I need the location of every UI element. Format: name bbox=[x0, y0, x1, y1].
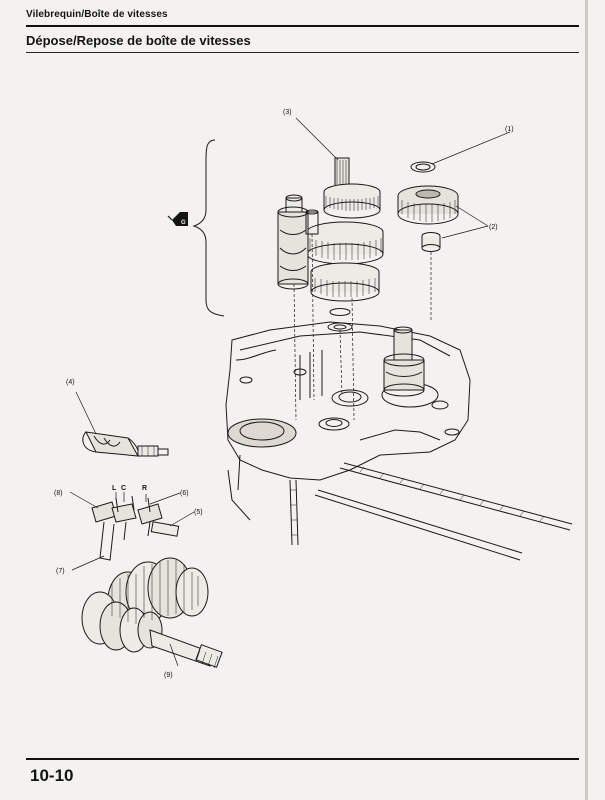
crankcase-half bbox=[225, 321, 471, 521]
callout-1: (1) bbox=[505, 126, 514, 133]
callout-9: (9) bbox=[164, 672, 173, 679]
installed-shift-drum bbox=[383, 326, 425, 397]
shift-forks bbox=[91, 495, 180, 561]
callout-3: (3) bbox=[283, 109, 292, 116]
running-header: Vilebrequin/Boîte de vitesses bbox=[26, 9, 168, 20]
mainshaft-assembly bbox=[306, 157, 384, 332]
title-rule bbox=[26, 52, 579, 53]
shift-drum-4 bbox=[82, 431, 169, 457]
callout-6: (6) bbox=[180, 490, 189, 497]
countershaft-9 bbox=[81, 557, 223, 669]
fork-label-center: C bbox=[121, 485, 126, 492]
oil-badge-letter: G bbox=[181, 220, 186, 226]
callout-7: (7) bbox=[56, 568, 65, 575]
footer-rule bbox=[26, 758, 579, 760]
callout-2: (2) bbox=[489, 224, 498, 231]
leader-lines bbox=[69, 117, 511, 667]
header-rule bbox=[26, 25, 579, 27]
bushing-2 bbox=[421, 232, 441, 252]
page-edge-shadow bbox=[585, 0, 588, 800]
section-title: Dépose/Repose de boîte de vitesses bbox=[26, 33, 251, 48]
callout-4: (4) bbox=[66, 379, 75, 386]
callout-8: (8) bbox=[54, 490, 63, 497]
fork-label-left: L bbox=[112, 485, 117, 492]
callout-5: (5) bbox=[194, 509, 203, 516]
gear-2 bbox=[397, 185, 459, 225]
shift-rods bbox=[289, 462, 573, 561]
fork-label-right: R bbox=[142, 485, 147, 492]
assembly-guide-lines bbox=[293, 233, 432, 421]
washer-1 bbox=[410, 161, 436, 173]
page-number: 10-10 bbox=[30, 766, 74, 785]
oil-can-icon: G bbox=[167, 212, 188, 226]
shift-drum-upper bbox=[277, 194, 319, 290]
bracket-brace bbox=[192, 139, 225, 317]
